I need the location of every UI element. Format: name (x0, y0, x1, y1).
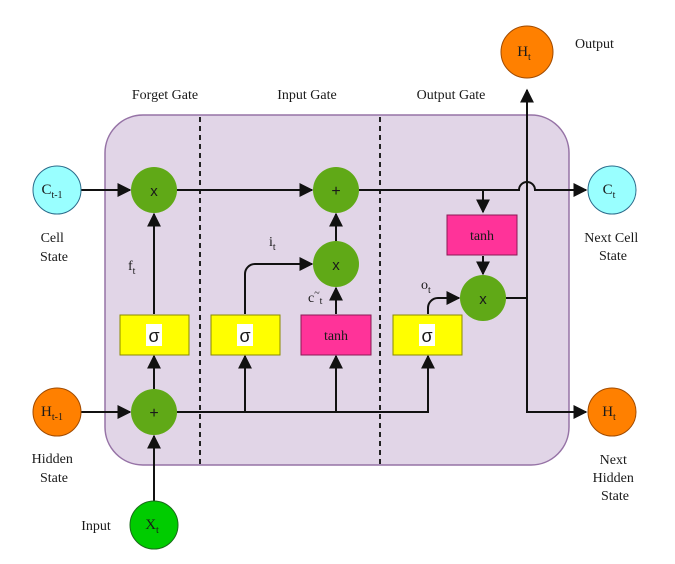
svg-text:+: + (331, 183, 340, 200)
output-gate-label: Output Gate (417, 88, 486, 103)
next-cell-state-label: Next Cell State (584, 231, 642, 264)
output-sigmoid-block: σ (392, 314, 463, 356)
output-label: Output (575, 37, 614, 52)
svg-text:Ht: Ht (517, 44, 531, 63)
prev-cell-state-node: Ct-1 (32, 165, 82, 215)
wire-output-sigma-mult (427, 291, 461, 314)
candidate-signal-label: c~t (308, 288, 323, 307)
svg-text:Ht-1: Ht-1 (41, 404, 63, 423)
wire-input-sigma-mult (244, 257, 314, 314)
svg-text:σ: σ (421, 326, 432, 346)
cell-add-op: + (313, 167, 359, 213)
svg-text:x: x (332, 257, 340, 274)
svg-text:Ct-1: Ct-1 (41, 182, 62, 201)
input-sigmoid-block: σ (210, 314, 281, 356)
prev-hidden-state-node: Ht-1 (32, 387, 82, 437)
wire-input-add-output-sigma (177, 354, 435, 413)
input-add-op: + (131, 389, 177, 435)
output-ht-node: Ht (500, 25, 554, 79)
svg-text:+: + (149, 405, 158, 422)
svg-text:Ht: Ht (602, 404, 616, 423)
input-tanh-block: tanh (300, 314, 372, 356)
cell-state-label: Cell State (40, 231, 68, 265)
next-cell-state-node: Ct (587, 165, 637, 215)
input-gate-label: Input Gate (277, 88, 336, 103)
svg-text:Ct: Ct (603, 182, 616, 201)
wire-output-mult-hnext (506, 297, 588, 419)
input-signal-label: it (269, 235, 276, 253)
svg-text:σ: σ (148, 326, 159, 346)
svg-text:Xt: Xt (145, 517, 159, 536)
output-signal-label: ot (421, 278, 431, 296)
svg-text:σ: σ (239, 326, 250, 346)
forget-signal-label: ft (128, 259, 136, 277)
next-hidden-state-label: Next Hidden State (593, 453, 638, 504)
forget-sigmoid-block: σ (119, 314, 190, 356)
hidden-state-label: Hidden State (32, 452, 77, 486)
input-label: Input (81, 519, 111, 534)
forget-multiply-op: x (131, 167, 177, 213)
next-hidden-state-node: Ht (587, 387, 637, 437)
svg-text:tanh: tanh (470, 229, 494, 244)
output-tanh-block: tanh (446, 214, 518, 256)
input-multiply-op: x (313, 241, 359, 287)
output-multiply-op: x (460, 275, 506, 321)
forget-gate-label: Forget Gate (132, 88, 198, 103)
svg-text:x: x (150, 183, 158, 200)
svg-text:tanh: tanh (324, 329, 348, 344)
svg-text:x: x (479, 291, 487, 308)
input-xt-node: Xt (129, 500, 179, 550)
